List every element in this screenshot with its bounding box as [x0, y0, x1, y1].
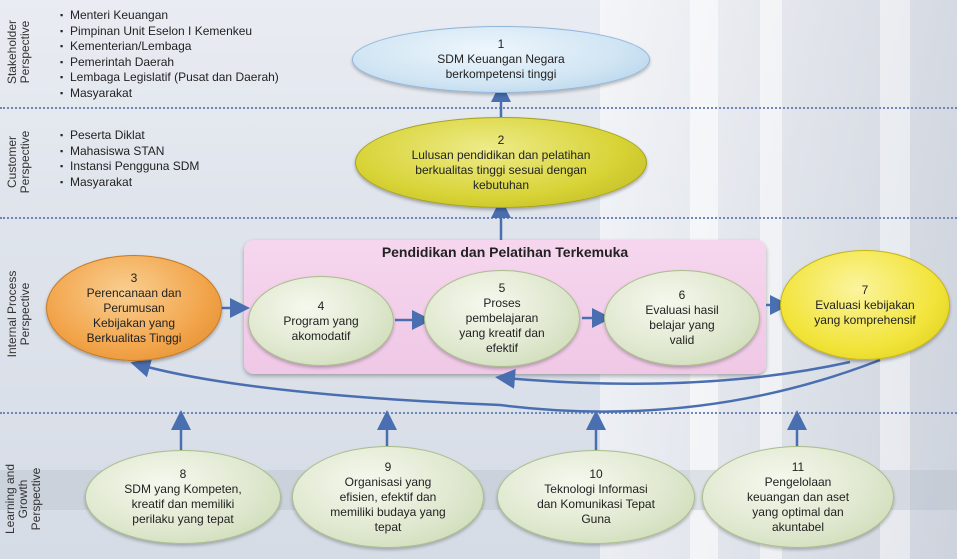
list-item: Kementerian/Lembaga: [60, 39, 279, 55]
list-item: Menteri Keuangan: [60, 8, 279, 24]
stakeholder-list: Menteri Keuangan Pimpinan Unit Eselon I …: [60, 8, 279, 101]
divider-internal-learning: [0, 412, 957, 414]
divider-customer-internal: [0, 217, 957, 219]
node-11-pengelolaan-keuangan: 11 Pengelolaan keuangan dan aset yang op…: [702, 446, 894, 548]
node-4-program: 4 Program yang akomodatif: [248, 276, 394, 366]
list-item: Pemerintah Daerah: [60, 55, 279, 71]
node-7-evaluasi-kebijakan: 7 Evaluasi kebijakan yang komprehensif: [780, 250, 950, 360]
node-5-proses-pembelajaran: 5 Proses pembelajaran yang kreatif dan e…: [424, 270, 580, 367]
list-item: Mahasiswa STAN: [60, 144, 199, 160]
node-6-evaluasi-hasil: 6 Evaluasi hasil belajar yang valid: [604, 270, 760, 366]
list-item: Instansi Pengguna SDM: [60, 159, 199, 175]
node-9-organisasi: 9 Organisasi yang efisien, efektif dan m…: [292, 446, 484, 548]
node-10-teknologi-informasi: 10 Teknologi Informasi dan Komunikasi Te…: [497, 450, 695, 544]
list-item: Masyarakat: [60, 175, 199, 191]
background-pillar: [760, 0, 782, 559]
list-item: Masyarakat: [60, 86, 279, 102]
node-2-lulusan: 2 Lulusan pendidikan dan pelatihan berku…: [355, 117, 647, 208]
arrow-7-feedback-to-3: [130, 357, 881, 413]
node-3-perencanaan: 3 Perencanaan dan Perumusan Kebijakan ya…: [46, 255, 222, 361]
arrow-7-feedback-to-5: [495, 360, 851, 389]
list-item: Lembaga Legislatif (Pusat dan Daerah): [60, 70, 279, 86]
list-item: Pimpinan Unit Eselon I Kemenkeu: [60, 24, 279, 40]
list-item: Peserta Diklat: [60, 128, 199, 144]
customer-list: Peserta Diklat Mahasiswa STAN Instansi P…: [60, 128, 199, 190]
divider-stakeholder-customer: [0, 107, 957, 109]
node-8-sdm-kompeten: 8 SDM yang Kompeten, kreatif dan memilik…: [85, 450, 281, 544]
process-group-title: Pendidikan dan Pelatihan Terkemuka: [381, 244, 629, 260]
node-1-sdm-keuangan: 1 SDM Keuangan Negara berkompetensi ting…: [352, 26, 650, 93]
